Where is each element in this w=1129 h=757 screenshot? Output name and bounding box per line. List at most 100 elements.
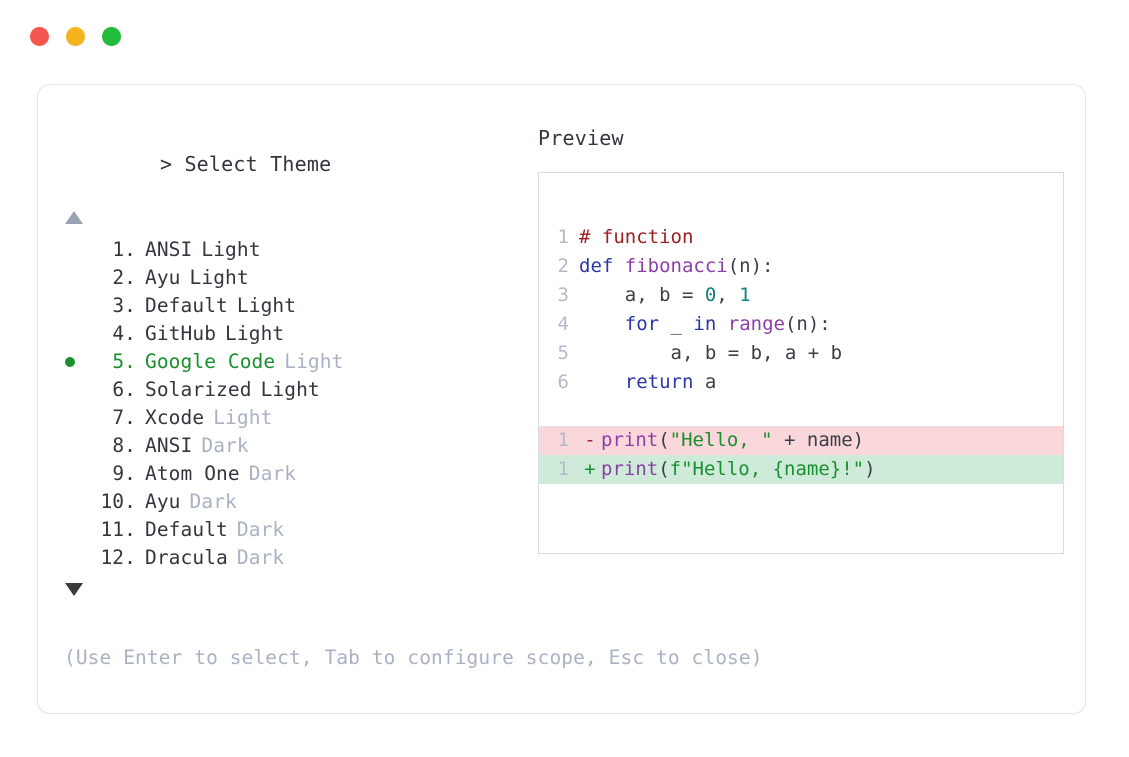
theme-item-index: 3. [112, 294, 136, 317]
theme-item-name: Default [145, 294, 228, 317]
diff-line-add: 1+print(f"Hello, {name}!") [539, 455, 1063, 484]
code-line: 1 # function [539, 223, 1063, 252]
diff-token: f"Hello, {name}!" [669, 458, 865, 480]
scroll-down-icon[interactable] [65, 583, 83, 596]
code-line: 5 a, b = b, a + b [539, 339, 1063, 368]
theme-list-item[interactable]: 12. Dracula Dark [62, 544, 542, 572]
theme-item-variant: Light [189, 266, 249, 289]
diff-line-number: 1 [557, 429, 569, 451]
diff-token: print [601, 458, 659, 480]
maximize-dot[interactable] [102, 26, 121, 46]
code-token: 1 [739, 284, 751, 306]
theme-item-variant: Light [225, 322, 285, 345]
theme-item-index: 2. [112, 266, 136, 289]
code-line-number: 4 [557, 313, 569, 335]
theme-item-name: Solarized [145, 378, 252, 401]
window-titlebar [0, 0, 1129, 72]
code-line: 6 return a [539, 368, 1063, 397]
code-spacer [539, 397, 1063, 426]
code-token [716, 310, 727, 339]
theme-item-index: 4. [112, 322, 136, 345]
code-token: a, b = b, a + b [579, 342, 843, 364]
code-token: in [693, 313, 717, 335]
scroll-up-icon[interactable] [65, 211, 83, 224]
code-line-number: 3 [557, 284, 569, 306]
code-token: # function [579, 226, 694, 248]
diff-marker: + [584, 458, 596, 480]
code-token: a [693, 371, 717, 393]
theme-item-name: Ayu [145, 490, 181, 513]
code-token: a, b = [579, 284, 705, 306]
code-token: return [624, 371, 694, 393]
diff-line-number: 1 [557, 458, 569, 480]
code-token: _ [659, 313, 694, 335]
close-dot[interactable] [30, 26, 49, 46]
diff-marker: - [584, 429, 596, 451]
diff-body: 1-print("Hello, " + name)1+print(f"Hello… [539, 426, 1063, 484]
theme-item-variant: Dark [236, 546, 285, 569]
theme-item-name: GitHub [145, 322, 217, 345]
theme-list-item[interactable]: 6. Solarized Light [62, 376, 542, 404]
theme-item-name: ANSI [145, 434, 193, 457]
code-line-number: 2 [557, 255, 569, 277]
diff-token: "Hello, " [669, 429, 773, 451]
theme-item-name: ANSI [145, 238, 193, 261]
code-token: 0 [704, 284, 717, 306]
theme-item-name: Xcode [145, 406, 205, 429]
diff-token: print [601, 429, 659, 451]
prompt-caret-icon: > [159, 152, 173, 176]
theme-item-index: 11. [100, 518, 136, 541]
code-line-number: 5 [557, 342, 569, 364]
code-line-number: 6 [557, 371, 569, 393]
diff-line-del: 1-print("Hello, " + name) [539, 426, 1063, 455]
theme-item-index: 6. [112, 378, 136, 401]
theme-item-name: Atom One [145, 462, 240, 485]
code-token: , [716, 284, 740, 306]
theme-item-name: Default [145, 518, 228, 541]
code-token [579, 368, 625, 397]
theme-item-variant: Dark [201, 434, 249, 457]
code-line: 3 a, b = 0, 1 [539, 281, 1063, 310]
theme-item-index: 8. [112, 434, 136, 457]
theme-item-name: Dracula [145, 546, 228, 569]
theme-item-index: 9. [112, 462, 136, 485]
theme-list-item[interactable]: 8. ANSI Dark [62, 432, 542, 460]
code-token [579, 310, 625, 339]
preview-label: Preview [538, 126, 624, 150]
code-token: def [579, 255, 625, 277]
theme-item-variant: Light [213, 406, 273, 429]
theme-item-index: 12. [100, 546, 136, 569]
code-token: (n): [727, 255, 774, 277]
theme-list-item[interactable]: 4. GitHub Light [62, 320, 542, 348]
code-line-number: 1 [557, 226, 569, 248]
diff-token: + name) [772, 429, 865, 451]
theme-item-variant: Light [260, 378, 320, 401]
code-token: (n): [784, 313, 831, 335]
code-line: 4 for _ in range(n): [539, 310, 1063, 339]
keyboard-hint: (Use Enter to select, Tab to configure s… [64, 646, 763, 669]
theme-item-variant: Light [284, 350, 344, 373]
minimize-dot[interactable] [66, 26, 85, 46]
theme-item-index: 7. [112, 406, 136, 429]
theme-list-item[interactable]: 7. Xcode Light [62, 404, 542, 432]
theme-item-index: 1. [112, 238, 136, 261]
page-title [172, 152, 184, 176]
code-token: range [727, 313, 785, 335]
prompt-line: > Select Theme [62, 125, 542, 203]
theme-item-name: Google Code [145, 350, 276, 373]
